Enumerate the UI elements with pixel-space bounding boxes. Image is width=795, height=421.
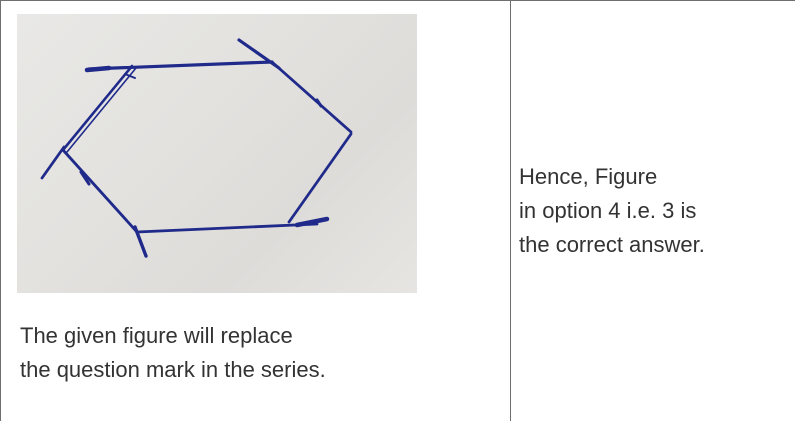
table-column-divider [510,0,511,421]
caption-line-1: The given figure will replace [20,323,293,348]
table-top-border [0,0,795,1]
hexagon-figure-image [17,14,417,293]
hexagon-drawing [40,38,353,258]
answer-cell: Hence, Figure in option 4 i.e. 3 is the … [511,1,795,421]
caption-line-2: the question mark in the series. [20,357,326,382]
table-left-border [0,0,1,421]
answer-line-1: Hence, Figure [519,164,658,189]
answer-text: Hence, Figure in option 4 i.e. 3 is the … [519,160,789,262]
figure-caption: The given figure will replace the questi… [20,319,480,387]
figure-cell: The given figure will replace the questi… [1,1,510,421]
answer-line-3: the correct answer. [519,232,705,257]
answer-line-2: in option 4 i.e. 3 is [519,198,697,223]
